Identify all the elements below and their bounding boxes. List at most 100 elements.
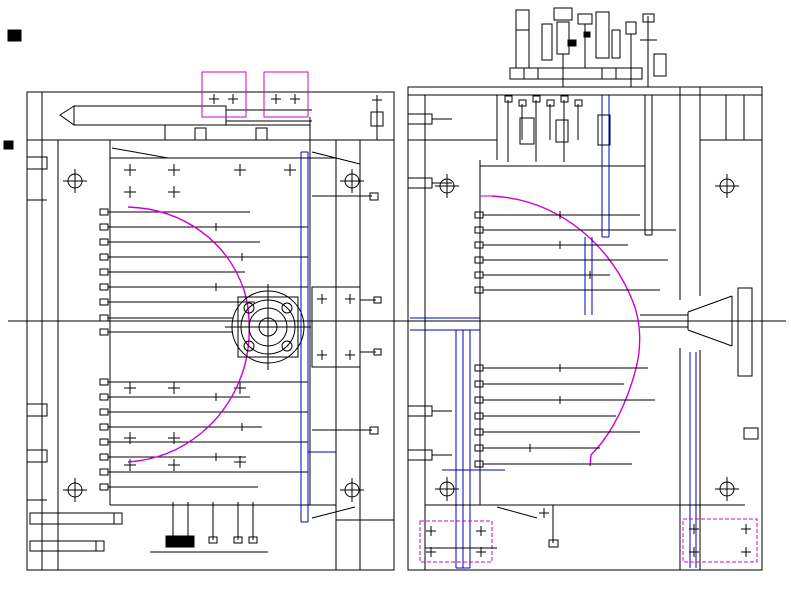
filled-rect (567, 39, 577, 47)
top-clamp-bar (509, 67, 643, 80)
drawing-rect (194, 127, 207, 141)
drawing-rect (407, 449, 433, 461)
cross-mark (345, 294, 355, 304)
drawing-rect (595, 11, 610, 59)
drawing-rect (99, 283, 109, 291)
drawing-rect (99, 238, 109, 246)
guide-pad-right (682, 518, 758, 563)
drawing-rect (99, 378, 109, 386)
drawing-line (111, 147, 169, 159)
cross-mark (426, 526, 436, 536)
drawing-rect (99, 328, 109, 336)
drawing-rect (233, 536, 243, 544)
drawing-rect (369, 192, 379, 201)
drawing-rect (474, 380, 484, 388)
cross-mark (228, 94, 238, 104)
insert-square-right (263, 71, 309, 118)
drawing-rect (373, 348, 382, 356)
drawing-rect (373, 296, 382, 304)
drawing-rect (407, 405, 433, 417)
drawing-rect (369, 426, 379, 435)
drawing-rect (29, 540, 97, 552)
drawing-rect (99, 438, 109, 446)
filled-rect (583, 31, 591, 38)
cross-mark (124, 459, 136, 471)
cross-mark (741, 547, 751, 557)
bolt-hole-mark-axis (340, 478, 364, 502)
cross-mark (124, 186, 136, 198)
drawing-rect (653, 53, 667, 77)
drawing-rect (474, 396, 484, 404)
corner-mark (7, 29, 22, 42)
parting-line-left (127, 206, 250, 463)
drawing-rect (99, 314, 109, 322)
drawing-rect (548, 539, 559, 548)
drawing-rect (474, 428, 484, 436)
cross-mark (345, 350, 355, 360)
cross-mark (689, 524, 699, 534)
bolt-hole-mark-axis (715, 174, 739, 198)
drawing-rect (474, 256, 484, 264)
drawing-rect (99, 408, 109, 416)
cross-mark (317, 294, 327, 304)
drawing-rect (370, 111, 384, 127)
drawing-circle (243, 302, 255, 314)
cross-mark (284, 164, 296, 176)
drawing-rect (577, 13, 593, 25)
drawing-rect (597, 114, 611, 146)
cross-mark (476, 547, 486, 557)
bolt-hole-mark-axis (63, 478, 87, 502)
drawing-rect (504, 95, 513, 103)
drawing-rect (474, 211, 484, 219)
cross-mark (426, 547, 436, 557)
cross-mark (689, 547, 699, 557)
cross-mark (124, 164, 136, 176)
drawing-rect (248, 536, 258, 544)
drawing-rect (99, 423, 109, 431)
drawing-rect (99, 483, 109, 491)
bolt-hole-mark-axis (715, 477, 739, 501)
cross-mark (539, 508, 549, 518)
drawing-rect (532, 95, 541, 103)
drawing-rect (99, 468, 109, 476)
drawing-rect (611, 29, 621, 59)
drawing-rect (555, 119, 569, 143)
edge-mark (3, 140, 14, 150)
drawing-rect (407, 177, 433, 189)
drawing-rect (26, 156, 48, 170)
insert-square-left (201, 71, 247, 118)
side-block (311, 286, 361, 368)
parting-line-right (491, 195, 641, 467)
drawing-rect (553, 7, 573, 21)
drawing-rect (518, 99, 527, 107)
drawing-rect (474, 286, 484, 294)
cross-mark (168, 186, 180, 198)
ejector-rod-tip (59, 105, 75, 126)
drawing-line (311, 151, 361, 165)
drawing-rect (208, 536, 218, 544)
drawing-rect (26, 403, 48, 417)
bolt-hole-mark-axis (435, 477, 459, 501)
drawing-rect (99, 223, 109, 231)
drawing-rect (474, 226, 484, 234)
drawing-rect (474, 412, 484, 420)
drawing-line (687, 295, 733, 313)
drawing-rect (642, 13, 655, 23)
drawing-rect (95, 540, 105, 552)
drawing-rect (474, 271, 484, 279)
cross-mark (168, 382, 180, 394)
cross-mark (317, 350, 327, 360)
cross-mark (476, 526, 486, 536)
drawing-rect (255, 127, 268, 141)
cross-mark (271, 94, 281, 104)
cross-mark (741, 524, 751, 534)
drawing-rect (113, 512, 123, 525)
ejector-rod (73, 105, 227, 126)
drawing-rect (407, 113, 433, 125)
drawing-circle (281, 340, 293, 352)
drawing-rect (474, 364, 484, 372)
cross-mark (234, 164, 246, 176)
cross-mark (234, 456, 246, 468)
drawing-rect (625, 21, 637, 35)
